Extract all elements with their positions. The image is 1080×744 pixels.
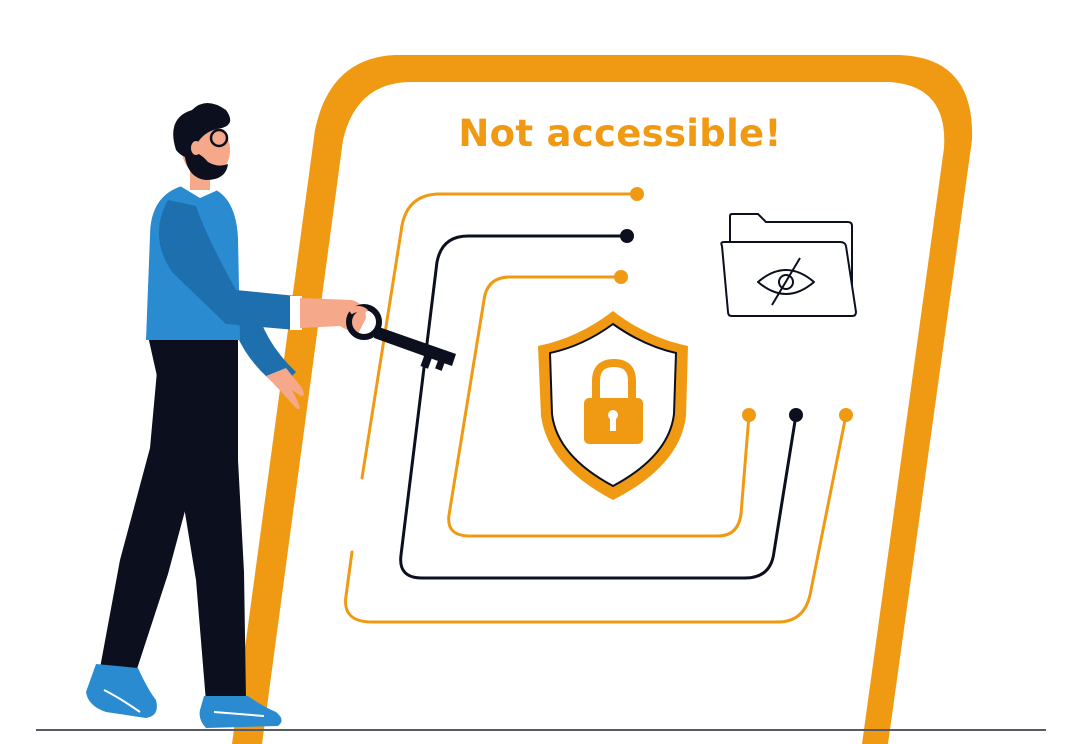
person: [86, 103, 366, 728]
person-back-shoe: [86, 664, 157, 718]
circuit-lines: [344, 192, 848, 624]
circuit-nodes: [614, 187, 853, 422]
person-cuff: [290, 296, 302, 330]
person-front-leg: [148, 336, 246, 702]
key-icon: [346, 304, 456, 371]
person-hair: [173, 103, 231, 159]
not-accessible-heading: Not accessible!: [458, 112, 782, 155]
person-front-shoe: [199, 696, 282, 728]
hidden-folder-icon: [720, 213, 857, 317]
person-glasses: [209, 128, 229, 148]
person-front-arm: [158, 200, 296, 330]
shield-lock-icon: [538, 311, 688, 500]
person-back-hand: [266, 368, 304, 410]
